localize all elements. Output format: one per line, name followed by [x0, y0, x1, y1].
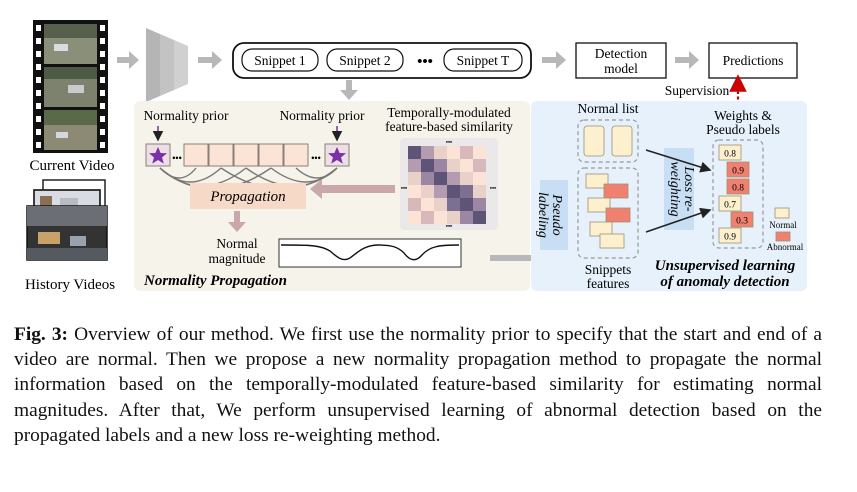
weights-box [712, 139, 764, 249]
weight-value-6: 0.9 [724, 233, 736, 243]
svg-text:•••: ••• [490, 186, 496, 192]
normality-propagation-title: Normality Propagation [143, 273, 287, 289]
normal-magnitude-plot [278, 238, 462, 268]
caption-text: Overview of our method. We first use the… [14, 324, 822, 446]
prior-left-label: Normality prior [143, 108, 229, 123]
arrow-features-to-weights [645, 207, 712, 233]
predictions-box [708, 42, 798, 79]
legend-normal-swatch [774, 207, 790, 219]
magnitude-label-1: Normal [216, 236, 257, 251]
snippet-sequence [145, 143, 350, 167]
feature-encoder [146, 28, 188, 102]
weight-value-4: 0.7 [724, 201, 736, 211]
seq-dots-right: ••• [311, 153, 320, 163]
normal-list-item-2 [611, 125, 633, 157]
current-video-label: Current Video [29, 158, 114, 174]
arrow-normal-list-to-weights [645, 149, 712, 173]
magnitude-label-2: magnitude [209, 251, 266, 266]
weights-label-1: Weights & [714, 108, 772, 123]
arrow-video-to-encoder [117, 51, 139, 69]
arrow-propagation-down [228, 211, 246, 232]
pseudo-labeling-label-1: Pseudo [549, 193, 564, 235]
similarity-matrix: ••• ••• ••• ••• [400, 138, 498, 230]
snippet-2-box [326, 48, 404, 72]
caption-label: Fig. 3: [14, 324, 69, 345]
arrow-similarity-to-propagation [310, 179, 395, 199]
legend-abnormal-swatch [775, 231, 791, 242]
method-overview-diagram: Current Video History Videos Snippet 1 S… [25, 20, 807, 293]
arrow-propagation-to-unsupervised [490, 249, 570, 267]
history-videos-label: History Videos [25, 277, 115, 293]
normal-magnitude-curve [280, 244, 460, 261]
snippet-feature-items [585, 173, 631, 249]
snippets-features-label-2: features [587, 276, 630, 291]
arrow-model-to-predictions [675, 51, 699, 69]
weight-value-2: 0.9 [732, 167, 744, 177]
loss-reweighting-label-2: weighting [667, 161, 682, 216]
unsupervised-title-1: Unsupervised learning [655, 258, 796, 274]
propagation-box [190, 183, 306, 209]
prior-right-label: Normality prior [279, 108, 365, 123]
normality-prior-star-right [328, 147, 346, 164]
pseudo-labeling-label-2: labeling [535, 192, 550, 238]
svg-text:•••: ••• [446, 140, 452, 146]
propagation-label: Propagation [209, 189, 285, 205]
figure-caption: Fig. 3: Overview of our method. We first… [14, 322, 822, 448]
normal-list-box [577, 119, 639, 163]
current-video-filmstrip [33, 20, 108, 153]
loss-reweighting-box [664, 148, 694, 230]
similarity-label-1: Temporally-modulated [387, 105, 511, 120]
history-videos-stack [26, 179, 108, 261]
pseudo-labeling-box [540, 180, 568, 250]
snippet-2-label: Snippet 2 [339, 53, 390, 68]
weight-value-1: 0.8 [724, 150, 736, 160]
arrow-encoder-to-snippets [198, 51, 222, 69]
weights-label-2: Pseudo labels [706, 122, 780, 137]
snippet-1-box [241, 48, 319, 72]
supervision-label: Supervision [665, 83, 730, 98]
arrow-snippets-to-model [542, 51, 566, 69]
unsupervised-title-2: of anomaly detection [660, 274, 789, 290]
arrow-snippets-down [340, 80, 358, 100]
legend-normal-label: Normal [769, 220, 797, 230]
snippet-1-label: Snippet 1 [254, 53, 305, 68]
detection-model-label-2: model [604, 61, 638, 76]
snippet-t-label: Snippet T [457, 53, 510, 68]
snippets-features-label-1: Snippets [585, 262, 632, 277]
normality-prior-star-left [149, 147, 167, 164]
similarity-label-2: feature-based similarity [385, 119, 513, 134]
detection-model-label-1: Detection [595, 46, 648, 61]
loss-reweighting-label-1: Loss re- [681, 166, 696, 212]
svg-text:•••: ••• [446, 224, 452, 230]
predictions-label: Predictions [723, 53, 784, 68]
snippet-t-box [443, 48, 523, 72]
snippets-ellipsis: ••• [417, 54, 433, 70]
normal-list-item-1 [583, 125, 605, 157]
legend-abnormal-label: Abnormal [767, 242, 804, 252]
seq-dots-left: ••• [172, 153, 181, 163]
snippets-features-box [577, 167, 639, 259]
detection-model-box [575, 42, 667, 79]
weight-items [718, 144, 754, 244]
weight-value-3: 0.8 [732, 184, 744, 194]
svg-text:•••: ••• [401, 186, 407, 192]
weight-value-5: 0.3 [736, 217, 748, 227]
normal-list-label: Normal list [577, 101, 638, 116]
